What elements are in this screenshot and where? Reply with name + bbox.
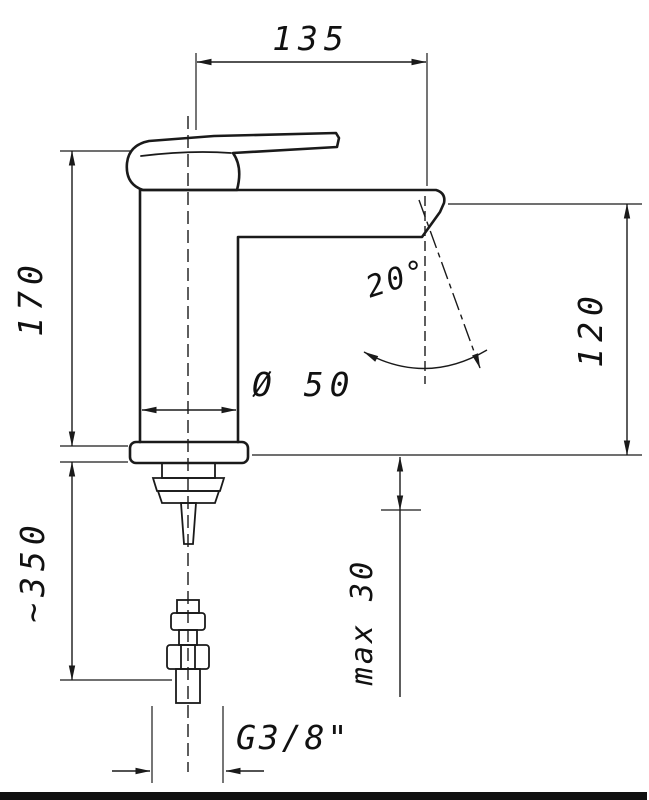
- max-mount-thickness-label: max 30: [345, 559, 380, 686]
- dimension-labels: 135 170 ~350 120 20° Ø 50 max 30 G3/8": [11, 19, 610, 757]
- base-flange: [128, 440, 250, 465]
- shank-rod: [180, 502, 197, 545]
- spout-angle-line: [418, 199, 481, 369]
- flexible-hose-connector: [166, 599, 210, 704]
- height-label: 170: [11, 259, 50, 337]
- shank-nut-upper: [151, 477, 226, 492]
- handle-lever-outline: [125, 131, 341, 192]
- threaded-shank: [151, 462, 226, 545]
- top-width-label: 135: [272, 19, 350, 58]
- handle-joint-line: [140, 151, 232, 157]
- faucet-outline: [125, 131, 446, 704]
- angle-arc: [363, 349, 488, 370]
- spout-angle-label: 20°: [362, 253, 433, 306]
- thread-size-label: G3/8": [236, 718, 350, 757]
- dimension-lines: [68, 58, 631, 775]
- shank-nut-lower: [156, 490, 221, 504]
- base-diameter-label: Ø 50: [252, 365, 355, 404]
- bottom-edge-bar: [0, 792, 647, 800]
- hose-tube: [175, 668, 201, 704]
- spout-height-label: 120: [571, 290, 610, 368]
- body-spout-outline: [138, 188, 446, 444]
- hose-length-label: ~350: [13, 519, 52, 622]
